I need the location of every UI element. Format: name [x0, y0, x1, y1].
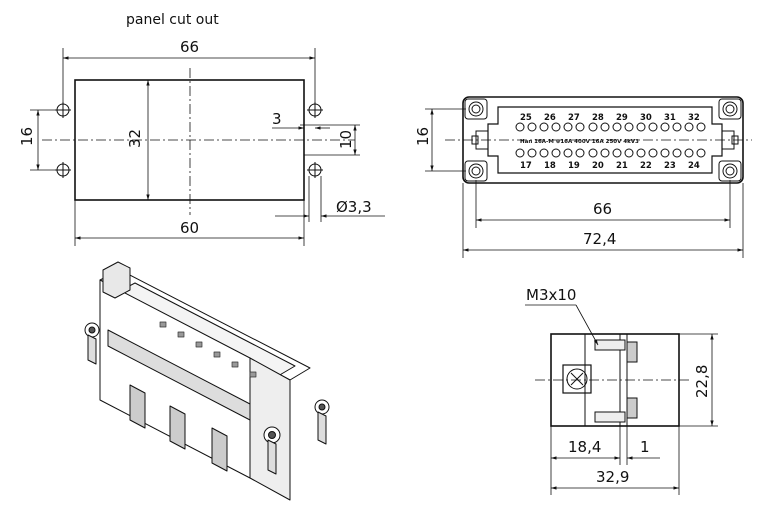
dimension-66: 66 — [180, 38, 199, 56]
mounting-hole — [307, 162, 323, 178]
front-view: 25 26 27 28 29 30 31 32 17 18 19 20 21 2… — [414, 96, 752, 258]
mounting-screw — [314, 399, 330, 415]
rating-text: Han 16A-M ⊕16A 400V 16A 250V 4kV3 — [520, 139, 639, 145]
dimension-1: 1 — [640, 438, 650, 456]
mounting-hole — [55, 162, 71, 178]
pin-label-20: 20 — [592, 161, 604, 171]
mounting-screw — [263, 426, 281, 444]
pin-label-19: 19 — [568, 161, 580, 171]
pin-label-31: 31 — [664, 113, 676, 123]
pin-label-24: 24 — [688, 161, 700, 171]
corner-screw — [464, 160, 488, 182]
pin-label-25: 25 — [520, 113, 532, 123]
isometric-view — [84, 261, 330, 501]
pin-contacts-bottom — [515, 148, 706, 158]
pin-label-18: 18 — [544, 161, 556, 171]
pin-label-29: 29 — [616, 113, 628, 123]
screw-label: M3x10 — [526, 286, 576, 304]
corner-screw — [718, 98, 742, 120]
pin-contacts-top — [515, 122, 706, 132]
corner-screw — [718, 160, 742, 182]
pin-label-26: 26 — [544, 113, 556, 123]
dimension-10: 10 — [337, 130, 355, 149]
dimension-32-9: 32,9 — [596, 468, 629, 486]
corner-screw — [464, 98, 488, 120]
dimension-16: 16 — [414, 127, 432, 146]
panel-cutout-title: panel cut out — [126, 12, 219, 28]
pin-label-23: 23 — [664, 161, 676, 171]
panel-cutout-view: panel cut out 66 32 16 — [18, 12, 385, 246]
screw-head — [562, 364, 592, 394]
mounting-screw — [84, 322, 100, 338]
dimension-72-4: 72,4 — [583, 230, 616, 248]
dimension-60: 60 — [180, 219, 199, 237]
dimension-3: 3 — [272, 110, 282, 128]
inner-pins — [159, 321, 257, 378]
dimension-diameter: Ø3,3 — [336, 198, 372, 216]
mounting-hole — [307, 102, 323, 118]
dimension-18-4: 18,4 — [568, 438, 601, 456]
pin-label-21: 21 — [616, 161, 628, 171]
pin-label-27: 27 — [568, 113, 580, 123]
side-view: M3x10 22,8 18,4 1 32,9 — [525, 286, 718, 495]
pin-label-22: 22 — [640, 161, 652, 171]
dimension-32: 32 — [126, 129, 144, 148]
pin-label-32: 32 — [688, 113, 700, 123]
dimension-22-8: 22,8 — [693, 365, 711, 398]
pin-label-30: 30 — [640, 113, 652, 123]
pin-label-28: 28 — [592, 113, 604, 123]
insert-body — [487, 106, 723, 174]
dimension-16: 16 — [18, 127, 36, 146]
dimension-66: 66 — [593, 200, 612, 218]
pin-label-17: 17 — [520, 161, 532, 171]
mounting-hole — [55, 102, 71, 118]
